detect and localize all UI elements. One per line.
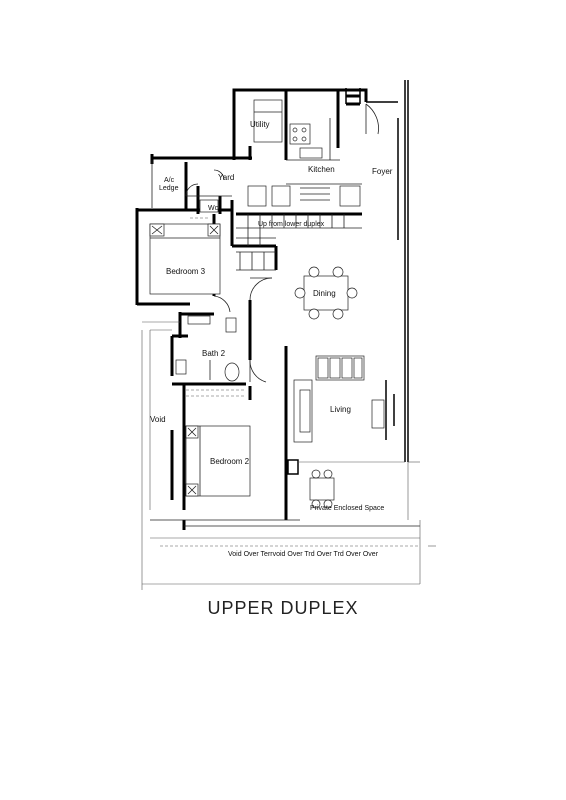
label-ac-ledge-2: Ledge [159, 185, 179, 192]
room-labels: Utility Kitchen Foyer A/c Ledge Yard Wc … [150, 120, 393, 558]
bath2-fixtures [175, 315, 240, 382]
label-kitchen: Kitchen [308, 165, 335, 174]
label-yard: Yard [218, 173, 234, 182]
label-bath2: Bath 2 [202, 349, 226, 358]
living-furniture [293, 355, 385, 443]
doors [185, 103, 379, 383]
bedroom2-furniture [185, 425, 251, 497]
bedroom3-furniture [149, 223, 221, 295]
staircase [236, 214, 362, 271]
label-void-over: Void Over Terrvoid Over Trd Over Trd Ove… [228, 551, 379, 558]
label-ac-ledge-1: A/c [164, 177, 175, 184]
label-living: Living [330, 405, 351, 414]
walls [135, 80, 409, 530]
label-bedroom2: Bedroom 2 [210, 457, 250, 466]
label-stair: Up from lower duplex [258, 221, 325, 228]
label-bedroom3: Bedroom 3 [166, 267, 206, 276]
label-foyer: Foyer [372, 167, 393, 176]
dining-table [294, 266, 358, 320]
label-utility: Utility [250, 120, 270, 129]
patio-table [309, 469, 335, 509]
label-private-enclosed-space: Private Enclosed Space [310, 505, 384, 512]
kitchen-fixtures [199, 99, 362, 213]
plan-caption: UPPER DUPLEX [207, 598, 359, 618]
interior-lines [141, 160, 436, 590]
label-dining: Dining [313, 289, 336, 298]
label-wc: Wc [208, 205, 219, 212]
label-void: Void [150, 415, 166, 424]
